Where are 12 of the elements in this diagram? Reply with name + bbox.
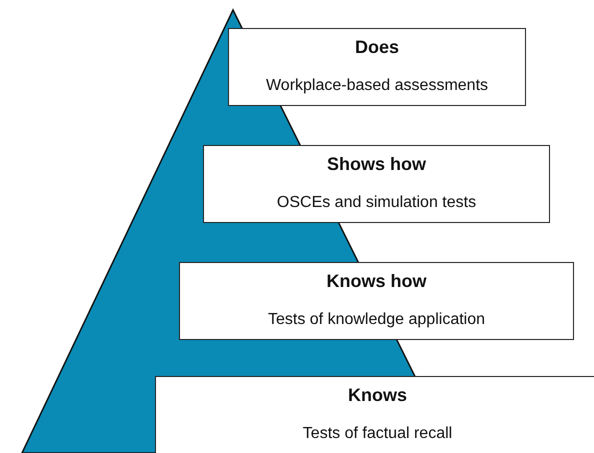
level-box: [179, 262, 574, 340]
level-description: Workplace-based assessments: [266, 77, 488, 95]
level-title: Knows how: [326, 271, 426, 292]
level-box: [155, 376, 594, 453]
level-box: [228, 28, 526, 106]
level-description: Tests of factual recall: [302, 425, 452, 443]
level-description: OSCEs and simulation tests: [276, 194, 476, 212]
level-description: Tests of knowledge application: [268, 311, 486, 329]
level-title: Does: [354, 37, 399, 58]
level-title: Shows how: [327, 154, 426, 175]
level-title: Knows: [348, 385, 407, 406]
level-box: [203, 145, 550, 223]
